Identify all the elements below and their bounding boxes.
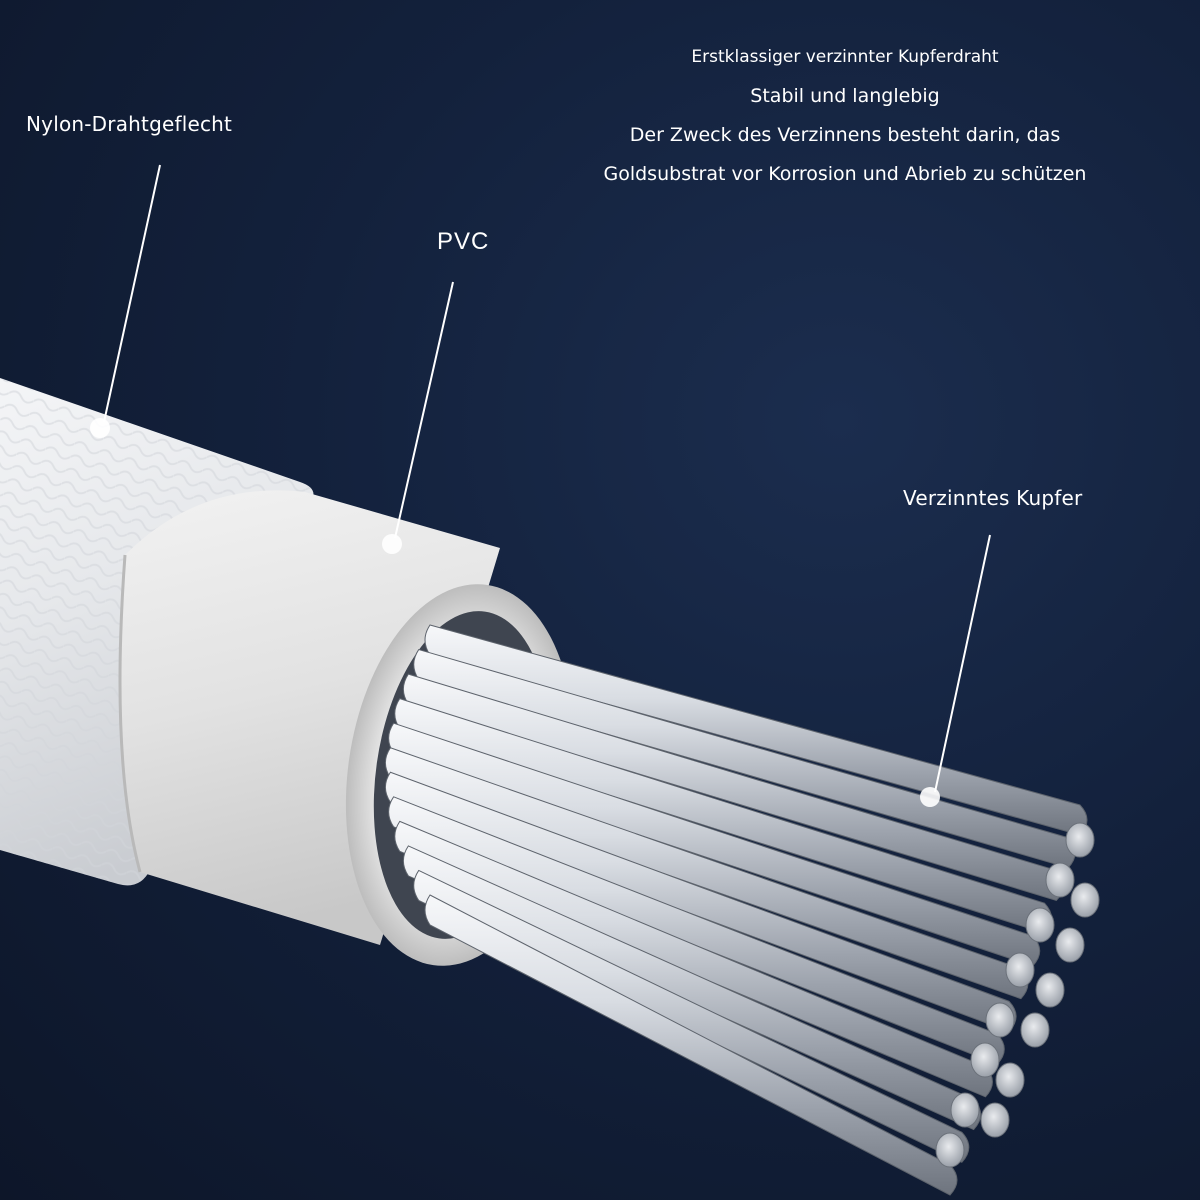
product-description: Erstklassiger verzinnter Kupferdraht Sta… — [540, 38, 1150, 194]
strand-end — [1055, 927, 1085, 963]
description-line: Erstklassiger verzinnter Kupferdraht — [691, 47, 999, 67]
strand-end — [1070, 882, 1100, 918]
callout-dot — [382, 534, 402, 554]
pvc-label: PVC — [437, 228, 490, 255]
copper-strand — [413, 869, 970, 1163]
callout-dot — [920, 787, 940, 807]
strand-end — [950, 1092, 980, 1128]
copper-strand — [424, 894, 958, 1196]
callout-pvc — [382, 281, 454, 554]
description-line: Stabil und langlebig — [750, 85, 940, 107]
strand-end — [995, 1062, 1025, 1098]
description-line: Goldsubstrat vor Korrosion und Abrieb zu… — [603, 163, 1087, 185]
strand-end — [935, 1132, 965, 1168]
tinned-copper-strands — [384, 624, 1100, 1196]
strand-end — [1005, 952, 1035, 988]
strand-end — [1025, 907, 1055, 943]
strand-end — [1020, 1012, 1050, 1048]
strand-end — [985, 1002, 1015, 1038]
strand-end — [1065, 822, 1095, 858]
tinned-copper-label: Verzinntes Kupfer — [903, 486, 1083, 510]
strand-end — [1035, 972, 1065, 1008]
strand-end — [980, 1102, 1010, 1138]
strand-end — [970, 1042, 1000, 1078]
nylon-braid-label: Nylon-Drahtgeflecht — [26, 112, 233, 136]
callout-nylon — [90, 164, 161, 438]
callout-copper — [920, 534, 991, 807]
strand-end — [1045, 862, 1075, 898]
description-line: Der Zweck des Verzinnens besteht darin, … — [629, 124, 1061, 146]
callout-dot — [90, 418, 110, 438]
